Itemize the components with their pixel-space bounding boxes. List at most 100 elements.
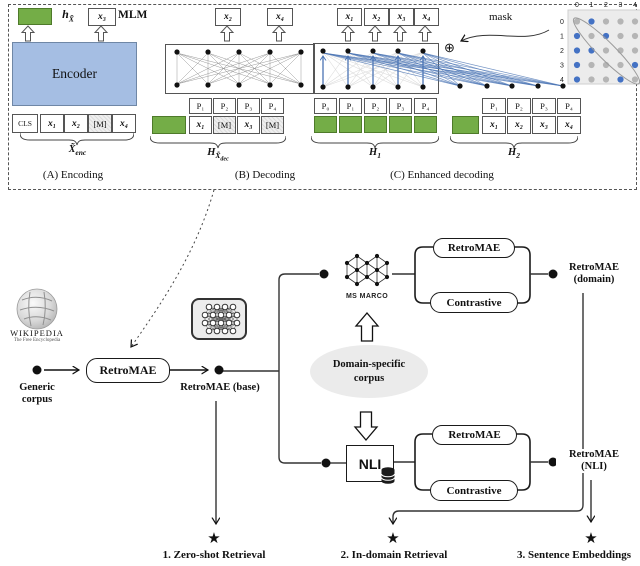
pos-p3: P₃ xyxy=(532,98,556,114)
domain-contrastive-pill: Contrastive xyxy=(430,292,518,313)
token-x3: x₃ xyxy=(532,116,556,134)
h1-embedding xyxy=(364,116,387,133)
sentence-embedding-box xyxy=(152,116,186,134)
panel-b-caption: (B) Decoding xyxy=(234,169,296,181)
h1-label: H1 xyxy=(369,147,381,161)
token-mask: [M] xyxy=(261,116,284,134)
mlm-output-token: x₃ xyxy=(88,8,116,26)
generic-corpus-dot xyxy=(32,365,42,375)
up-arrow-icon xyxy=(340,25,356,42)
svg-text:2: 2 xyxy=(604,2,608,9)
svg-text:0: 0 xyxy=(575,2,579,9)
up-arrow-icon xyxy=(93,25,109,42)
nli-dot xyxy=(321,458,331,468)
panel-c-caption: (C) Enhanced decoding xyxy=(390,169,494,181)
xor-symbol: ⊕ xyxy=(444,40,455,55)
svg-text:3: 3 xyxy=(619,2,623,9)
pos-p4: P₄ xyxy=(261,98,284,114)
retromae-domain-label: RetroMAE(domain) xyxy=(569,262,619,286)
h1-embedding xyxy=(414,116,437,133)
retromae-domain-dot xyxy=(548,269,558,279)
token-x2: x₂ xyxy=(507,116,531,134)
retromae-base-dot xyxy=(214,365,224,375)
svg-text:2: 2 xyxy=(560,48,564,55)
retromae-pretrain-pill: RetroMAE xyxy=(86,358,170,383)
x-enc-label: X̃enc xyxy=(68,144,87,157)
panel-a-caption: (A) Encoding xyxy=(42,169,104,181)
msmarco-icon xyxy=(344,253,390,287)
wikipedia-tagline: The Free Encyclopedia xyxy=(13,338,61,343)
down-block-arrow xyxy=(353,411,379,442)
token-x1: x₁ xyxy=(40,114,64,133)
token-mask: [M] xyxy=(88,114,112,133)
h-xdec-label: HX̃dec xyxy=(207,147,229,163)
underbrace xyxy=(450,135,578,149)
decoded-x2: x₂ xyxy=(215,8,241,26)
zero-shot-star: ★ xyxy=(207,531,221,547)
token-cls: CLS xyxy=(12,114,38,133)
token-x4: x₄ xyxy=(557,116,581,134)
pos-p3: P₃ xyxy=(237,98,260,114)
up-arrow-icon xyxy=(271,25,287,42)
token-x4: x₄ xyxy=(112,114,136,133)
svg-text:4: 4 xyxy=(633,2,637,9)
nli-retromae-pill: RetroMAE xyxy=(432,425,517,445)
pos-p1: P₁ xyxy=(189,98,212,114)
nli-contrastive-pill: Contrastive xyxy=(430,480,518,501)
token-mask: [M] xyxy=(213,116,236,134)
token-x1: x₁ xyxy=(189,116,212,134)
mask-arrow xyxy=(461,29,550,41)
up-arrow-icon xyxy=(20,25,36,42)
zero-shot-label: 1. Zero-shot Retrieval xyxy=(162,549,266,561)
h2-label: H2 xyxy=(508,147,520,161)
svg-text:1: 1 xyxy=(560,34,564,41)
pos-p1: P₁ xyxy=(482,98,506,114)
pretrain-method-curve xyxy=(131,189,215,347)
up-arrow-icon xyxy=(392,25,408,42)
underbrace xyxy=(311,135,439,149)
pos-p4: P₄ xyxy=(414,98,437,114)
encoder-box: Encoder xyxy=(12,42,137,106)
decoded-x3: x₃ xyxy=(389,8,414,26)
wikipedia-globe-icon xyxy=(16,288,58,330)
pos-p1: P₁ xyxy=(339,98,362,114)
h-x-label: hX̃ xyxy=(62,7,74,24)
h1-embedding xyxy=(339,116,362,133)
decoded-x2: x₂ xyxy=(364,8,389,26)
svg-text:3: 3 xyxy=(560,63,564,70)
in-domain-star: ★ xyxy=(386,531,400,547)
cls-embedding-box xyxy=(18,8,52,25)
decoded-x4: x₄ xyxy=(414,8,439,26)
wikipedia-title: WIKIPEDIA xyxy=(10,328,64,338)
svg-text:0: 0 xyxy=(560,19,564,26)
mlm-label: MLM xyxy=(118,9,148,21)
domain-retromae-pill: RetroMAE xyxy=(433,238,515,258)
up-arrow-icon xyxy=(417,25,433,42)
pos-p3: P₃ xyxy=(389,98,412,114)
pretraining-panel-frame xyxy=(8,4,637,190)
database-icon xyxy=(381,467,395,484)
neural-network-icon xyxy=(191,298,247,340)
sentence-emb-star: ★ xyxy=(584,531,598,547)
pos-p0: P₀ xyxy=(314,98,337,114)
pos-p4: P₄ xyxy=(557,98,581,114)
sentence-emb-label: 3. Sentence Embeddings xyxy=(517,549,631,561)
token-x1: x₁ xyxy=(482,116,506,134)
retromae-base-label: RetroMAE (base) xyxy=(180,382,260,393)
retromae-nli-dot xyxy=(548,457,558,467)
underbrace xyxy=(150,135,286,149)
h1-embedding xyxy=(314,116,337,133)
pos-p2: P₂ xyxy=(213,98,236,114)
svg-text:1: 1 xyxy=(590,2,594,9)
in-domain-label: 2. In-domain Retrieval xyxy=(340,549,448,561)
msmarco-label: MS MARCO xyxy=(345,293,389,300)
retromae-nli-label: RetroMAE(NLI) xyxy=(556,449,632,474)
decoded-x4: x₄ xyxy=(267,8,293,26)
msmarco-dot xyxy=(319,269,329,279)
token-x2: x₂ xyxy=(64,114,88,133)
two-stream-attention-web xyxy=(313,48,566,90)
